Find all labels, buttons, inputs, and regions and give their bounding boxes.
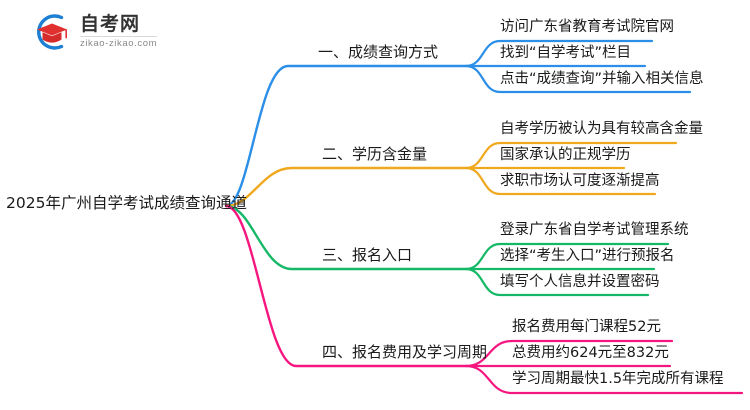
leaf-2-3[interactable]: 求职市场认可度逐渐提高 xyxy=(500,173,660,189)
logo-domain: zikao-zikao.com xyxy=(80,35,158,49)
leaf-2-2[interactable]: 国家承认的正规学历 xyxy=(500,147,631,163)
leaf-4-3[interactable]: 学习周期最快1.5年完成所有课程 xyxy=(512,371,724,387)
branch-label-2[interactable]: 二、学历含金量 xyxy=(322,145,428,163)
branch-label-4[interactable]: 四、报名费用及学习周期 xyxy=(322,343,488,361)
logo-title: 自考网 xyxy=(80,13,141,36)
leaf-2-1[interactable]: 自考学历被认为具有较高含金量 xyxy=(500,121,703,137)
root-node-label: 2025年广州自学考试成绩查询通道 xyxy=(6,194,247,212)
branch-label-1[interactable]: 一、成绩查询方式 xyxy=(318,43,439,61)
leaf-1-2[interactable]: 找到“自学考试”栏目 xyxy=(500,45,632,61)
leaf-4-2[interactable]: 总费用约624元至832元 xyxy=(512,345,669,361)
leaf-4-1[interactable]: 报名费用每门课程52元 xyxy=(512,319,661,335)
leaf-3-3[interactable]: 填写个人信息并设置密码 xyxy=(500,274,660,290)
graduation-cap-icon xyxy=(30,10,74,54)
leaf-1-3[interactable]: 点击“成绩查询”并输入相关信息 xyxy=(500,71,704,87)
site-logo: 自考网 zikao-zikao.com xyxy=(30,10,190,54)
leaf-3-1[interactable]: 登录广东省自学考试管理系统 xyxy=(500,222,689,238)
branch-label-3[interactable]: 三、报名入口 xyxy=(322,246,413,264)
leaf-3-2[interactable]: 选择“考生入口”进行预报名 xyxy=(500,248,675,264)
leaf-1-1[interactable]: 访问广东省教育考试院官网 xyxy=(500,19,674,35)
